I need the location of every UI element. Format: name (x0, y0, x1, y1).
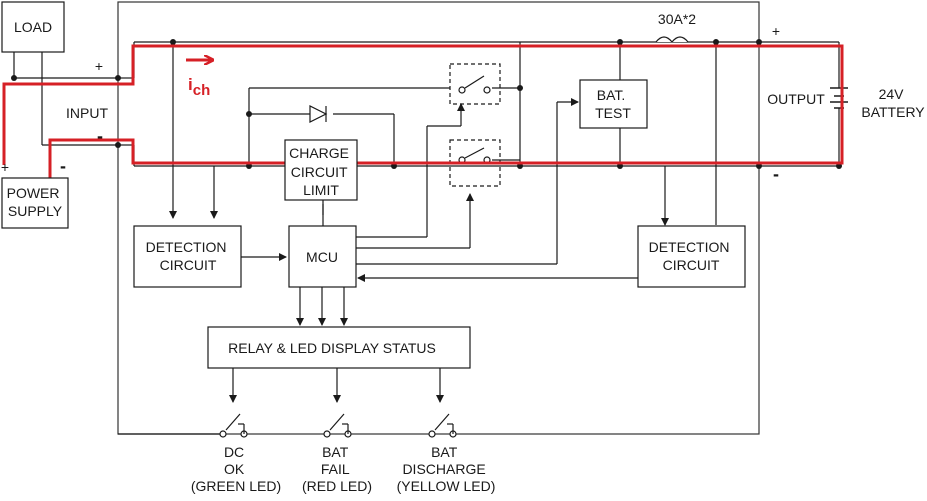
bat-test-box (579, 79, 648, 129)
output-minus-label: - (773, 164, 779, 184)
output-plus-label: + (772, 23, 780, 39)
detection-right-box (637, 225, 746, 288)
load-label: LOAD (14, 19, 52, 35)
input-plus-label: + (95, 58, 103, 74)
charge-limit-box (284, 139, 358, 201)
output-relay-contacts (118, 413, 457, 438)
relay-status-box (207, 326, 471, 369)
power-supply-label: POWER SUPPLY (7, 185, 64, 219)
diode-symbol (309, 105, 328, 123)
relay-switch-top (449, 63, 501, 105)
bat-test-label: BAT. TEST (595, 87, 631, 121)
mcu-label: MCU (306, 249, 338, 265)
battery-label: 24V BATTERY (861, 86, 925, 120)
wiring (13, 41, 840, 403)
power-supply-plus-label: + (1, 159, 9, 175)
power-supply-box (1, 177, 69, 229)
fuse-label: 30A*2 (658, 11, 696, 27)
detection-left-box (133, 225, 242, 288)
charge-current-label: ich (188, 75, 210, 99)
charge-current-path (2, 44, 844, 183)
load-box (1, 1, 65, 53)
relay-bat-discharge-label: BAT DISCHARGE (YELLOW LED) (397, 444, 496, 494)
fuse-symbol (655, 36, 689, 43)
detection-right-label: DETECTION CIRCUIT (649, 239, 734, 273)
mcu-box (288, 225, 357, 288)
relay-dc-ok-label: DC OK (GREEN LED) (191, 444, 281, 494)
power-supply-minus-label: - (60, 156, 66, 176)
enclosure-frame (117, 1, 760, 435)
relay-bat-fail-label: BAT FAIL (RED LED) (302, 444, 372, 494)
input-label: INPUT (66, 105, 108, 121)
relay-status-label: RELAY & LED DISPLAY STATUS (228, 340, 436, 356)
charge-limit-label: CHARGE CIRCUIT LIMIT (289, 145, 353, 198)
input-minus-label: - (97, 126, 103, 146)
output-label: OUTPUT (767, 91, 825, 107)
battery-symbol (830, 87, 848, 109)
detection-left-label: DETECTION CIRCUIT (146, 239, 231, 273)
